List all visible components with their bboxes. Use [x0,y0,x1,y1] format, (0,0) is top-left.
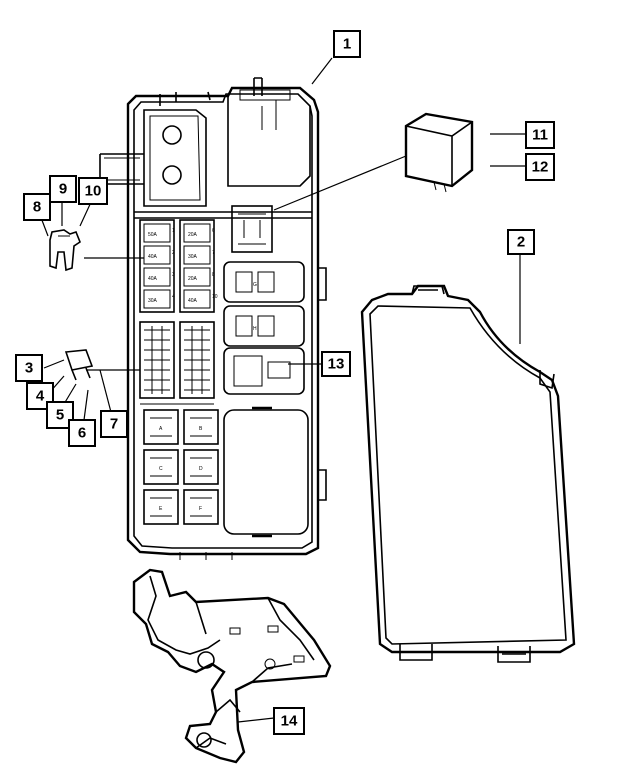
fuse-number: 3 [172,272,175,278]
relay-label-f: F [199,506,202,512]
fuse-box-housing: 50A 40A 40A 30A 1 2 3 4 20A 30A 20A 40A … [99,77,327,560]
callout-label: 4 [36,388,45,405]
relay-area-upper: G H [223,205,305,395]
relay-sockets-lower: A B C D E F [143,409,219,525]
callout-8: 8 [23,193,51,221]
callout-10: 10 [78,177,108,205]
fuse-number: 2 [172,250,175,256]
callout-4: 4 [26,382,54,410]
relay-label-e: E [159,506,163,512]
relay-label-c: C [159,466,163,472]
callout-label: 3 [25,360,33,377]
callout-label: 9 [59,181,67,198]
callout-label: 2 [517,234,525,251]
fuse-label: 30A [148,298,158,304]
mini-fuse-block-right [179,321,215,399]
callout-label: 10 [85,183,102,200]
callout-1: 1 [333,30,361,58]
callout-label: 11 [532,127,548,144]
fuse-number: 10 [212,294,218,300]
callout-7: 7 [100,410,128,438]
callout-label: 14 [281,713,298,730]
callout-label: 12 [532,159,549,176]
fuse-label: 50A [148,232,158,238]
fuse-block-right: 20A 30A 20A 40A 6 7 8 10 [179,219,218,313]
relay-label-d: D [199,466,203,472]
callout-label: 1 [343,36,351,53]
fuse-number: 7 [212,250,215,256]
callout-label: 8 [33,199,41,216]
callout-2: 2 [507,229,535,255]
fuse-number: 4 [172,294,175,300]
relay-label-b: B [199,426,203,432]
leader-lines [39,57,526,723]
relay-label-a: A [159,426,163,432]
fuse-number: 6 [212,228,215,234]
fuse-label: 40A [148,254,158,260]
mini-fuse-block-left [139,321,175,399]
callout-14: 14 [273,707,305,735]
fuse-number: 8 [212,272,215,278]
fuse-block-left: 50A 40A 40A 30A 1 2 3 4 [139,219,175,313]
callout-6: 6 [68,419,96,447]
callout-9: 9 [49,175,77,203]
lower-cavity [223,409,309,535]
relay-cube [404,112,474,193]
fuse-number: 1 [172,228,175,234]
fuse-label: 40A [148,276,158,282]
callout-11: 11 [525,121,555,149]
fuse-label: 40A [188,298,198,304]
mini-fuse-part [64,349,94,381]
callout-label: 5 [56,407,64,424]
callout-12: 12 [525,153,555,181]
relay-label-g: G [253,282,257,288]
relay-label-h: H [253,326,257,332]
callout-label: 6 [78,425,86,442]
fuse-clip-part [49,229,81,272]
mounting-bracket [132,568,332,764]
callout-label: 7 [110,416,118,433]
fuse-box-cover [360,284,576,663]
fuse-label: 30A [188,254,198,260]
fuse-label: 20A [188,276,198,282]
callout-label: 13 [328,356,345,373]
callout-13: 13 [321,351,351,377]
callout-3: 3 [15,354,43,382]
fuse-label: 20A [188,232,198,238]
